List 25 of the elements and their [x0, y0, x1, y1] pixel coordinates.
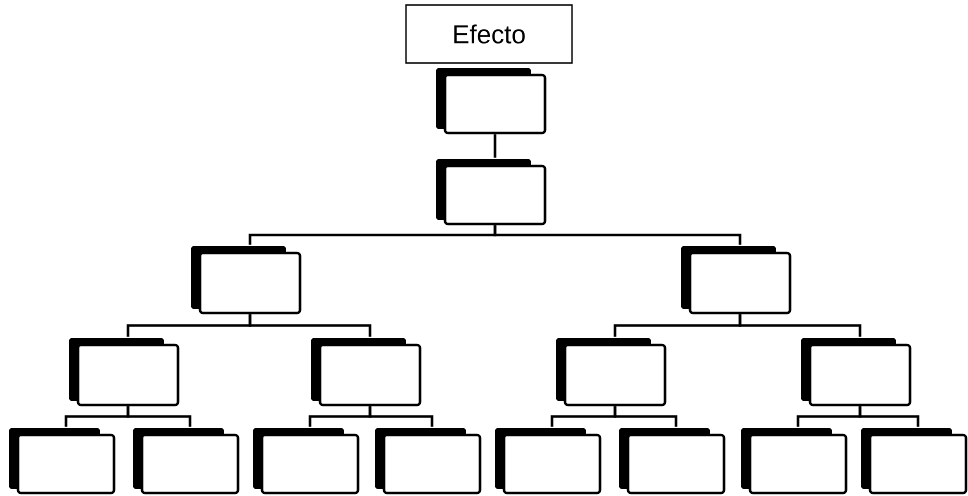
shadowed-box: [253, 428, 360, 494]
connector-line: [368, 406, 434, 427]
shadowed-box: [311, 338, 422, 406]
shadowed-box: [436, 68, 546, 134]
shadowed-box: [9, 428, 116, 494]
connector-line: [494, 225, 742, 245]
connector-line: [494, 134, 496, 158]
connector-line: [126, 406, 192, 427]
shadowed-box: [556, 338, 666, 406]
shadowed-box: [191, 246, 302, 314]
shadowed-box: [681, 246, 792, 314]
shadowed-box: [69, 338, 180, 406]
label-box: Efecto: [405, 4, 573, 64]
shadowed-box: [741, 428, 848, 494]
connector-line: [614, 406, 678, 427]
shadowed-box: [133, 428, 240, 494]
connector-line: [248, 314, 372, 337]
shadowed-box: [619, 428, 726, 494]
shadowed-box: [801, 338, 912, 406]
shadowed-box: [495, 428, 602, 494]
connector-line: [858, 406, 920, 427]
connector-line: [738, 314, 862, 337]
shadowed-box: [861, 428, 968, 494]
shadowed-box: [436, 159, 546, 226]
shadowed-box: [375, 428, 482, 494]
